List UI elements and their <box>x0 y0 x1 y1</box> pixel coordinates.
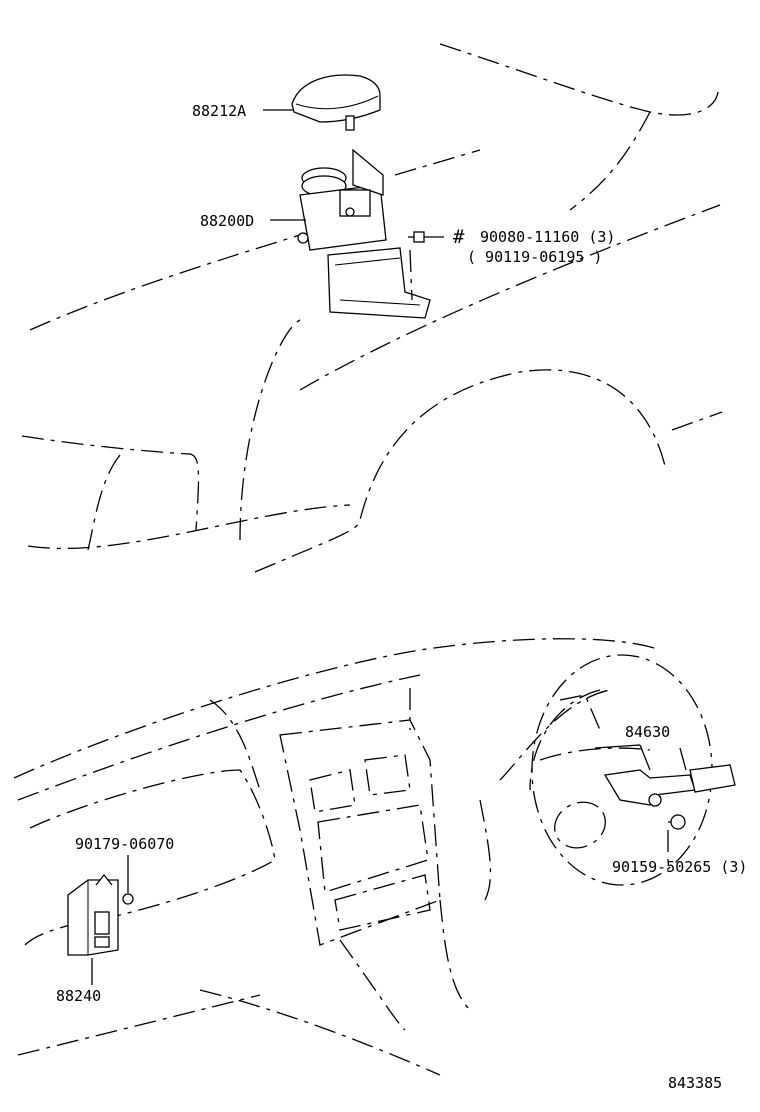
nut-90179-06070[interactable] <box>122 893 134 905</box>
steering-wheel <box>531 654 713 886</box>
relay-88240[interactable] <box>67 873 119 956</box>
label-90179-06070: 90179-06070 <box>75 835 174 853</box>
label-88200D: 88200D <box>200 212 254 230</box>
label-84630: 84630 <box>625 723 670 741</box>
drawing-number: 843385 <box>668 1074 722 1092</box>
actuator-88200D[interactable] <box>297 148 431 319</box>
label-90159-50265: 90159-50265 (3) <box>612 858 747 876</box>
instrument-panel-outline <box>13 638 661 1076</box>
label-88240: 88240 <box>56 987 101 1005</box>
bolt-90080-11160[interactable] <box>408 231 444 243</box>
label-88212A: 88212A <box>192 102 246 120</box>
screw-90159-50265[interactable] <box>668 814 686 830</box>
cover-88212A[interactable] <box>291 74 381 131</box>
label-90080-11160: 90080-11160 (3) <box>480 228 615 246</box>
label-90119-06195: ( 90119-06195 ) <box>467 248 602 266</box>
label-mark: # <box>453 226 465 248</box>
engine-bay-outline <box>21 43 723 573</box>
switch-84630[interactable] <box>603 764 736 807</box>
